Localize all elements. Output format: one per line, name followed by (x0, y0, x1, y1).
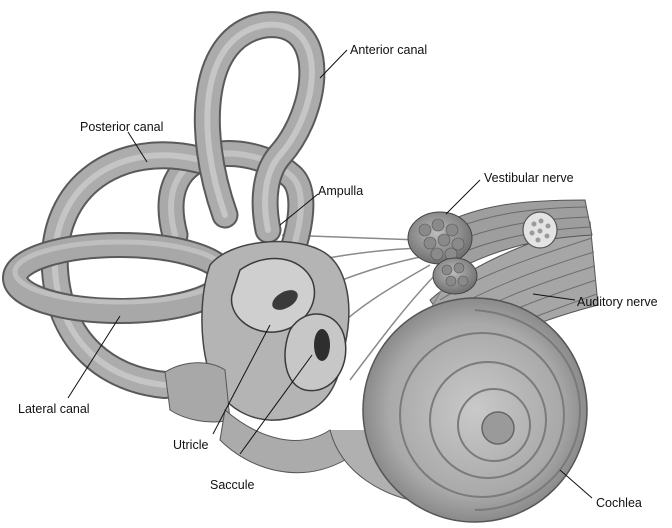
cochlea-label: Cochlea (596, 496, 642, 510)
ampulla-label: Ampulla (318, 184, 363, 198)
saccule-label: Saccule (210, 478, 255, 492)
vestibular-nerve-label: Vestibular nerve (484, 171, 574, 185)
utricle-label: Utricle (173, 438, 208, 452)
auditory-nerve-label: Auditory nerve (577, 295, 658, 309)
cochlea-structure (330, 298, 587, 522)
posterior-canal-label: Posterior canal (80, 120, 163, 134)
anterior-canal-label: Anterior canal (350, 43, 427, 57)
vestibular-ganglion (408, 212, 477, 294)
lateral-canal-label: Lateral canal (18, 402, 90, 416)
